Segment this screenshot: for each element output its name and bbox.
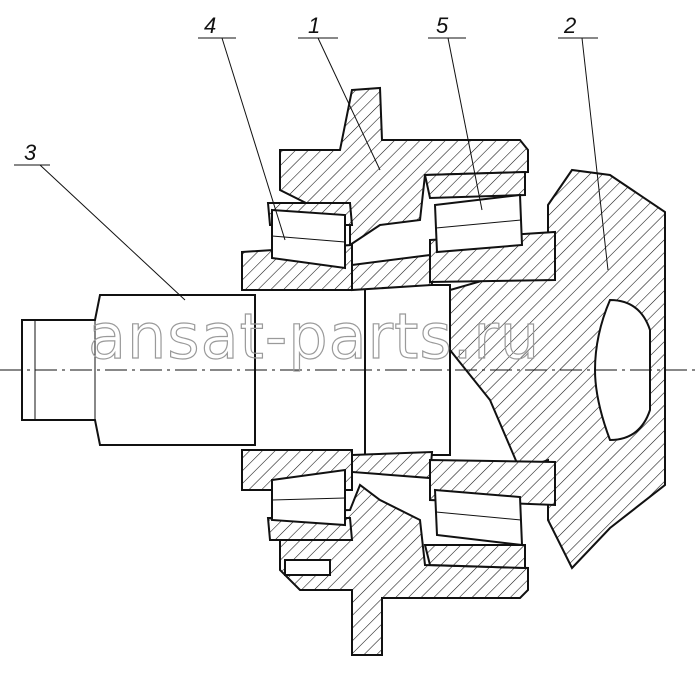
bearing-left	[241, 202, 354, 541]
callout-1: 1	[308, 13, 320, 38]
leader-lines	[14, 37, 609, 301]
bearing-right	[423, 170, 556, 570]
watermark-text: ansat-parts.ru	[88, 300, 540, 373]
callout-4: 4	[204, 13, 216, 38]
leader-3	[39, 164, 186, 301]
callout-2: 2	[563, 13, 576, 38]
leader-5	[447, 37, 483, 211]
callout-3: 3	[24, 140, 37, 165]
leader-1	[317, 37, 381, 171]
callout-5: 5	[436, 13, 449, 38]
leader-4	[221, 37, 286, 241]
leader-2	[581, 37, 609, 271]
